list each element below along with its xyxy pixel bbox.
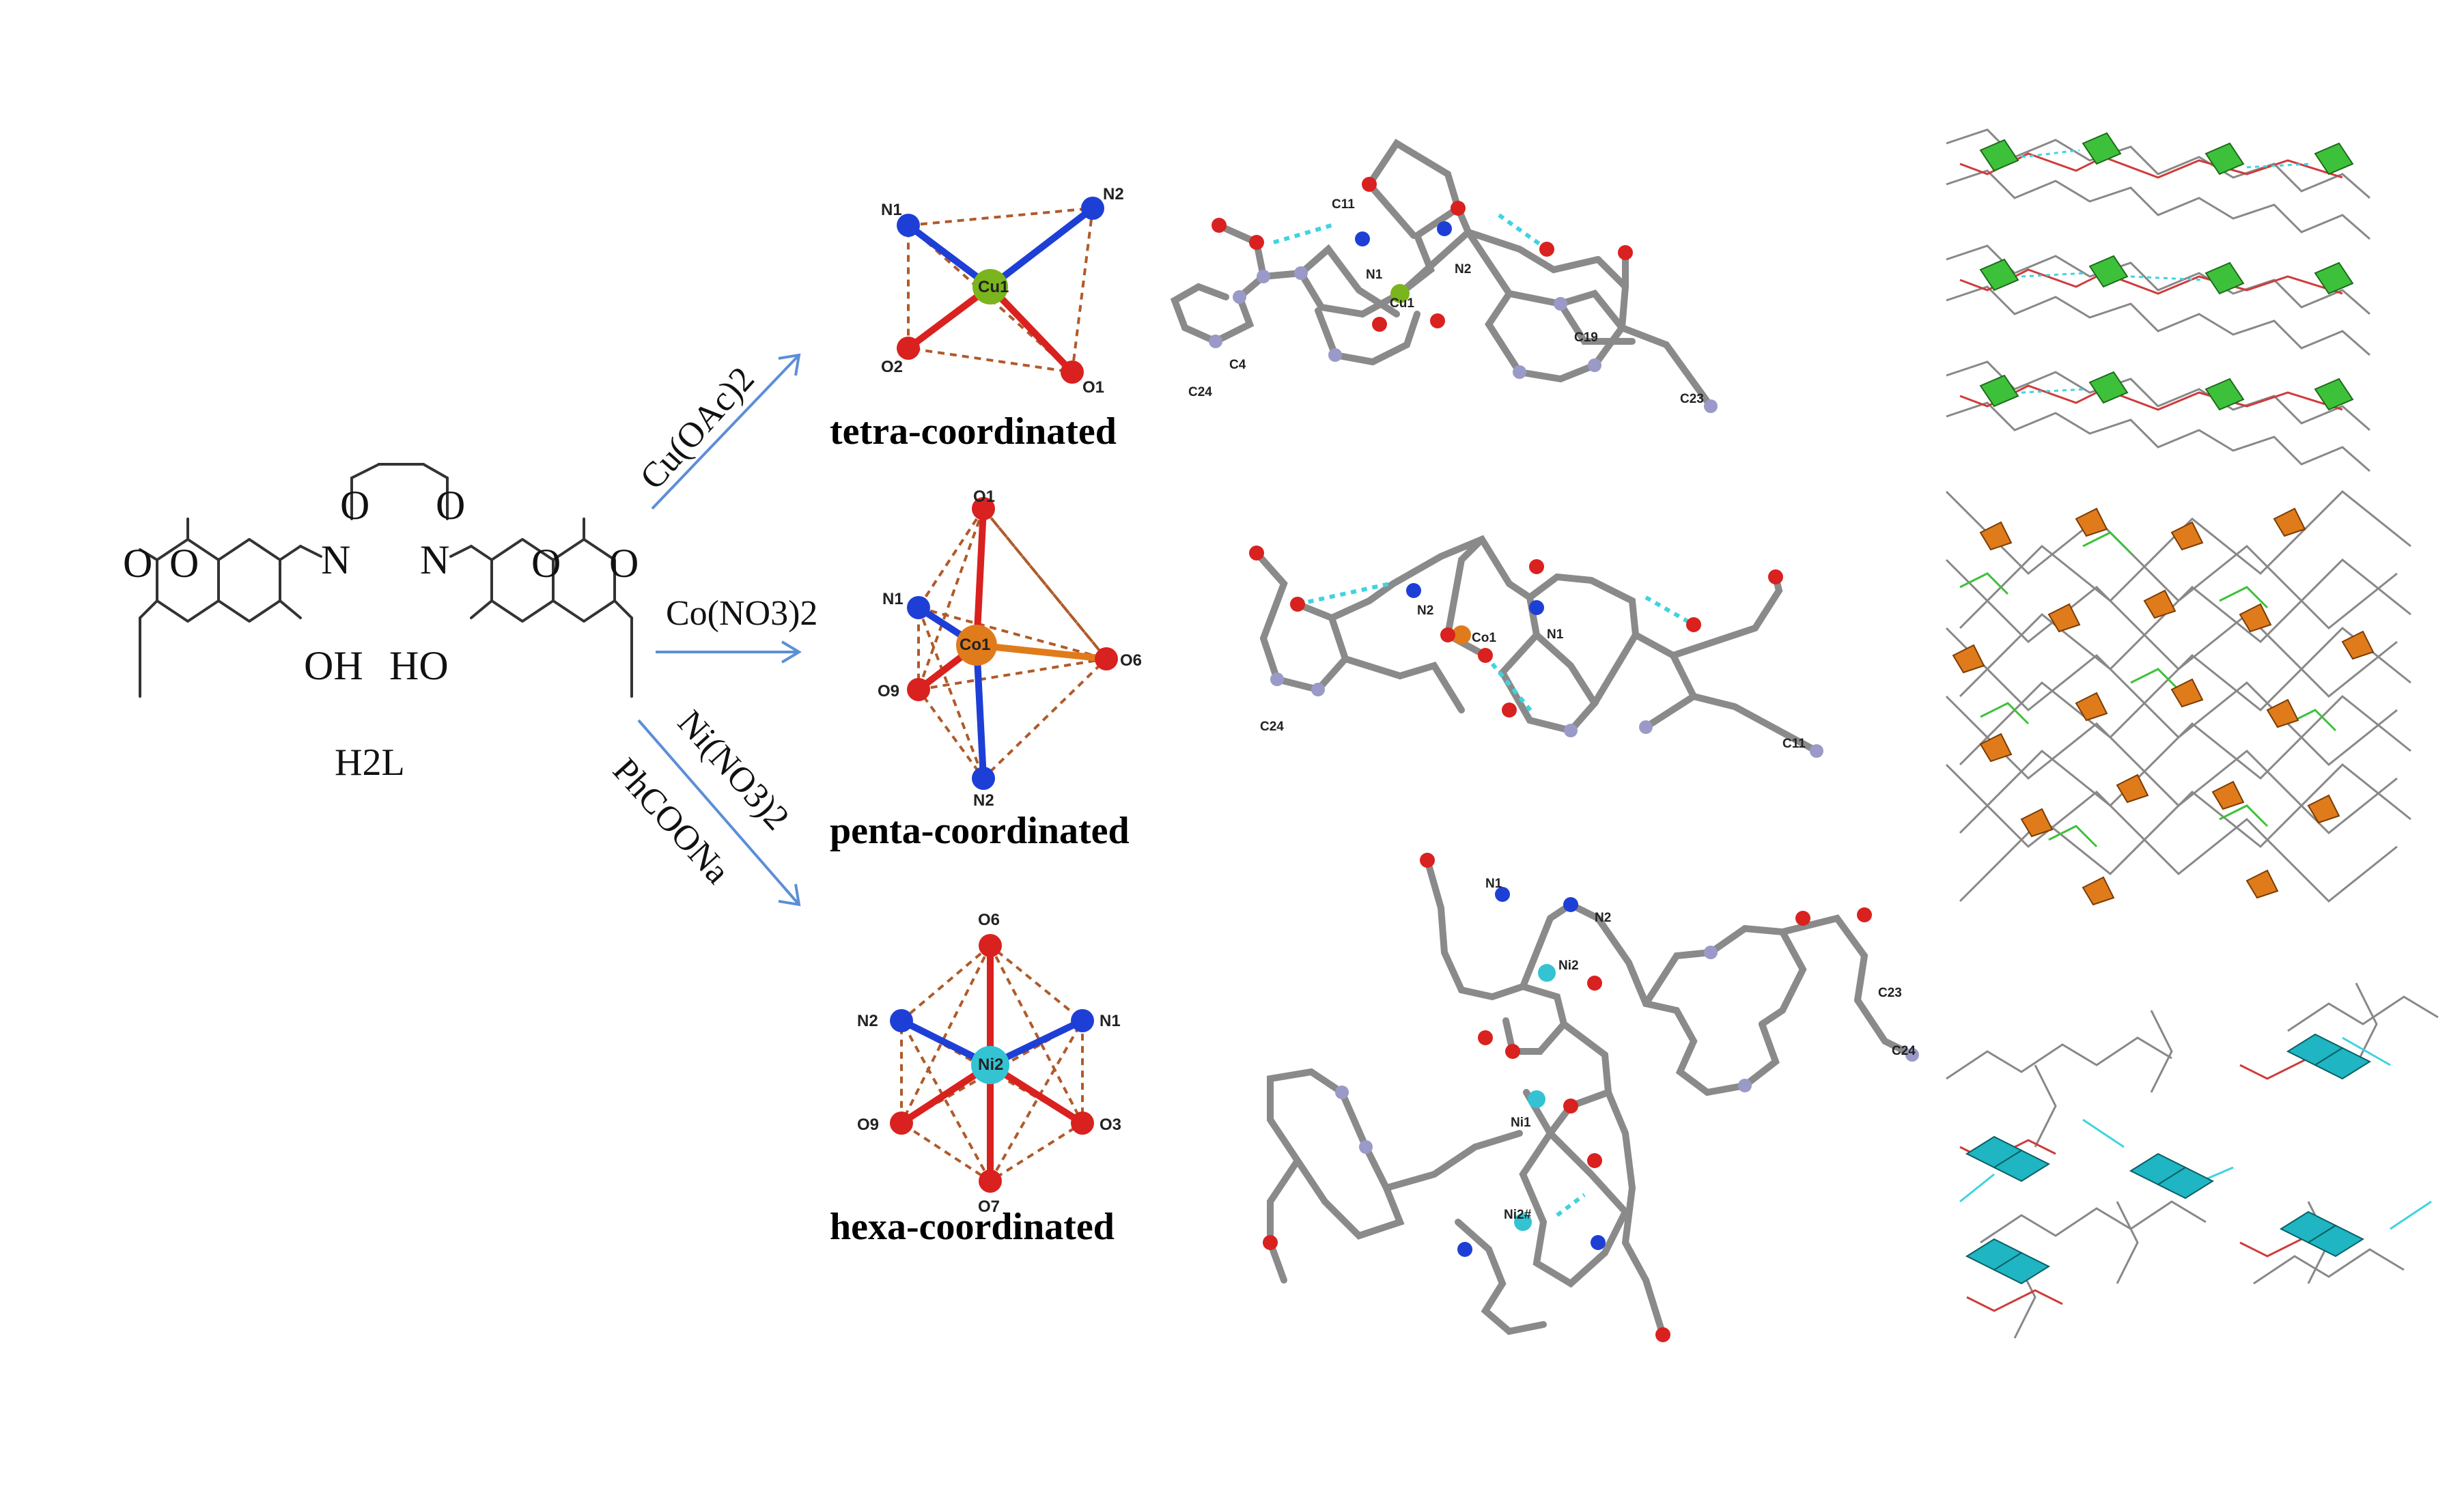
- cu-coordination-label: tetra-coordinated: [830, 410, 1117, 453]
- ni-packing-diagram: [1946, 982, 2439, 1339]
- co-poly-n2: N2: [973, 791, 994, 810]
- ligand-n-left: N: [321, 537, 350, 582]
- ni-poly-o7: O7: [978, 1198, 1000, 1216]
- co-packing-diagram: [1945, 490, 2411, 906]
- svg-text:N1: N1: [1547, 627, 1564, 642]
- arrow-cu-head: [778, 353, 801, 376]
- ni-poly-o3-atom: [1071, 1111, 1094, 1135]
- ligand-oh-left: OH: [304, 643, 363, 688]
- ligand-o-linker-right: O: [436, 483, 465, 528]
- ni-poly-o9-atom: [890, 1111, 913, 1135]
- svg-text:N2: N2: [1455, 262, 1471, 277]
- svg-text:Ni1: Ni1: [1511, 1116, 1531, 1130]
- svg-text:C19: C19: [1574, 330, 1598, 345]
- co-poly-o1-atom: [972, 497, 995, 520]
- cu-poly-cu1: Cu1: [978, 278, 1009, 296]
- arrow-ni-head: [778, 883, 801, 907]
- cu-poly-metal-atom: [972, 269, 1008, 304]
- ni-poly-metal-atom: [971, 1046, 1009, 1084]
- cu-poly-o1: O1: [1082, 378, 1104, 397]
- ligand-o-right-ring: O: [531, 541, 561, 586]
- ni-poly-o9: O9: [857, 1116, 879, 1134]
- ligand-o-left: O: [123, 541, 152, 586]
- co-poly-o6: O6: [1120, 651, 1142, 670]
- cu-poly-o2-atom: [897, 337, 920, 360]
- co-poly-o6-atom: [1095, 647, 1118, 670]
- ligand-o-right: O: [609, 541, 639, 586]
- ligand-ho-right: HO: [389, 643, 449, 688]
- co-complex-structure: Co1 N2 N1 C24 C11: [1249, 535, 1823, 758]
- co-coordination-label: penta-coordinated: [830, 810, 1130, 852]
- cu-packing-diagram: [1946, 128, 2370, 472]
- cu-poly-n1: N1: [881, 201, 902, 219]
- ni-poly-ni2: Ni2: [978, 1055, 1003, 1074]
- ni-poly-o6-atom: [979, 934, 1002, 957]
- svg-text:C4: C4: [1229, 358, 1246, 372]
- cu-poly-o1-atom: [1061, 360, 1084, 384]
- ligand-structure: O O O N O N O O OH HO H2L: [123, 463, 639, 784]
- svg-text:C23: C23: [1680, 392, 1704, 406]
- ni-complex-structure: Ni2 Ni1 Ni2# N1 N2 C23 C24: [1263, 853, 1919, 1342]
- ligand-n-right: N: [420, 537, 449, 582]
- ligand-o-linker-left: O: [340, 483, 369, 528]
- ni-poly-n1: N1: [1100, 1012, 1121, 1030]
- cu-poly-n2: N2: [1103, 185, 1124, 203]
- ni-coordination-label: hexa-coordinated: [830, 1206, 1115, 1248]
- co-poly-o1: O1: [973, 487, 995, 506]
- co-poly-metal-atom: [956, 625, 997, 666]
- svg-text:C24: C24: [1188, 385, 1212, 399]
- cu-complex-structure: C11 N1 N2 Cu1 C4 C24 C19 C23: [1170, 139, 1718, 413]
- ligand-name: H2L: [335, 741, 405, 784]
- arrow-cu: [651, 354, 800, 510]
- ni-poly-o3: O3: [1100, 1116, 1121, 1134]
- ni-poly-n1-atom: [1071, 1009, 1094, 1032]
- svg-text:Cu1: Cu1: [1390, 296, 1414, 311]
- co-polyhedron: O1 N1 O9 O6 N2 Co1: [878, 487, 1142, 810]
- cu-polyhedron: N1 N2 O2 O1 Cu1: [881, 185, 1124, 397]
- svg-text:N2: N2: [1417, 604, 1433, 618]
- reagent-co: Co(NO3)2: [666, 594, 817, 633]
- reaction-arrows: Cu(OAc)2 Co(NO3)2 Ni(NO3)2 PhCOONa: [605, 353, 817, 907]
- svg-text:Co1: Co1: [1472, 631, 1496, 645]
- co-poly-o9: O9: [878, 682, 899, 700]
- cu-poly-n1-atom: [897, 214, 920, 237]
- svg-text:C24: C24: [1260, 720, 1284, 734]
- svg-text:C23: C23: [1878, 986, 1902, 1000]
- co-poly-n1-atom: [907, 596, 930, 619]
- cu-poly-n2-atom: [1081, 197, 1104, 220]
- ni-poly-n2: N2: [857, 1012, 878, 1030]
- co-poly-n1: N1: [882, 590, 904, 608]
- arrow-ni: [637, 719, 800, 906]
- co-poly-o9-atom: [907, 678, 930, 701]
- reagent-cu: Cu(OAc)2: [633, 360, 762, 497]
- ni-poly-o7-atom: [979, 1170, 1002, 1193]
- svg-text:C11: C11: [1332, 197, 1355, 212]
- svg-text:Ni2#: Ni2#: [1504, 1208, 1532, 1222]
- svg-text:N1: N1: [1366, 268, 1383, 282]
- cu-poly-o2: O2: [881, 358, 903, 376]
- svg-text:C11: C11: [1782, 737, 1806, 751]
- svg-text:N2: N2: [1595, 911, 1611, 925]
- svg-text:C24: C24: [1892, 1044, 1916, 1058]
- svg-text:Ni2: Ni2: [1558, 959, 1579, 973]
- ni-poly-n2-atom: [890, 1009, 913, 1032]
- co-poly-n2-atom: [972, 767, 995, 790]
- svg-text:N1: N1: [1485, 877, 1502, 891]
- arrow-co-head: [781, 640, 802, 664]
- ni-polyhedron: O6 N2 N1 O9 O3 O7 Ni2: [857, 911, 1121, 1216]
- ligand-o-left-ring: O: [169, 541, 199, 586]
- co-poly-co1: Co1: [960, 636, 990, 654]
- ni-poly-o6: O6: [978, 911, 1000, 929]
